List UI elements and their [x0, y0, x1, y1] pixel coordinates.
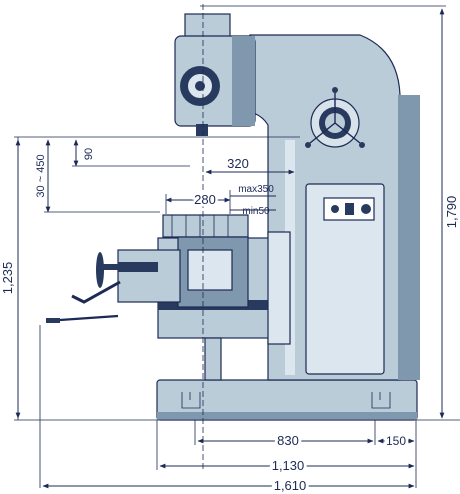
control-panel [305, 183, 385, 375]
knee-support-column [204, 337, 222, 381]
crank-handle-icon [71, 280, 121, 304]
lever-rod [59, 314, 119, 322]
label-150: 150 [386, 434, 406, 448]
switch-left-icon [331, 205, 339, 213]
label-1235: 1,235 [0, 262, 15, 295]
label-320: 320 [227, 156, 249, 171]
label-max350: max350 [238, 184, 274, 195]
feed-handle-shaft [100, 264, 120, 270]
label-1130: 1,130 [272, 458, 305, 473]
label-1610: 1,610 [274, 478, 307, 493]
label-min50: min50 [242, 206, 270, 217]
table-t-slots [171, 215, 229, 237]
label-90: 90 [83, 148, 95, 160]
feed-gearbox [187, 249, 233, 291]
label-30-450: 30 ~ 450 [35, 154, 47, 197]
feed-screw-dark [118, 262, 158, 272]
head-side-shade [232, 36, 255, 126]
spindle-nose [196, 124, 208, 136]
switch-middle-icon [345, 203, 354, 215]
lever-handle-icon [46, 318, 60, 323]
feed-screw-housing [117, 249, 181, 303]
base-slot-right [371, 392, 391, 409]
label-280: 280 [194, 192, 216, 207]
column-side-shade [398, 95, 420, 380]
switch-right-icon [361, 204, 371, 214]
head-top-cap [184, 13, 231, 39]
column-handwheel-icon [305, 87, 365, 148]
head-dial-icon [180, 66, 220, 106]
dimensions: 1,235 30 ~ 450 90 1,790 320 max350 280 m… [0, 4, 460, 494]
label-830: 830 [277, 433, 299, 448]
base-shadow [157, 412, 417, 420]
work-table [162, 214, 249, 238]
machine [46, 13, 420, 421]
knee-slide-guide [267, 231, 291, 345]
base-slot-left [181, 392, 201, 409]
label-1790: 1,790 [444, 196, 459, 229]
feed-handwheel-icon [96, 252, 104, 288]
